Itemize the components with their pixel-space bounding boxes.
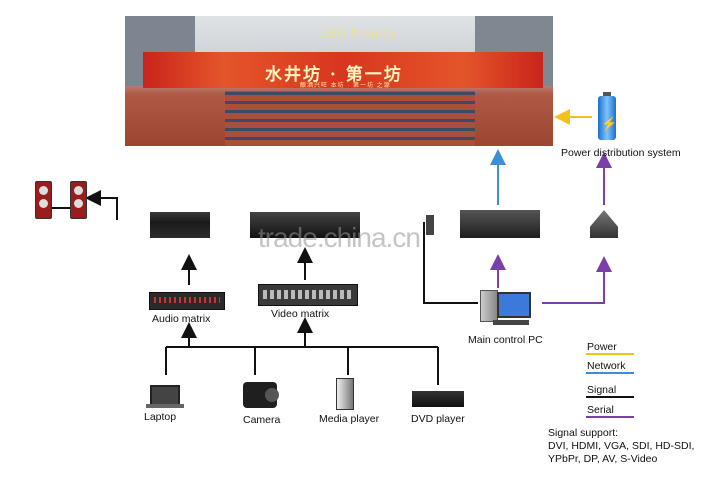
pc-tower-icon bbox=[480, 290, 498, 322]
signal-support-title: Signal support: bbox=[548, 427, 619, 439]
label-media-player: Media player bbox=[319, 413, 380, 425]
led-display-photo: LED Display 水井坊 · 第一坊 酿酒兴旺 本坊 · 第一坊 之源 bbox=[125, 16, 553, 146]
signal-line-pc bbox=[423, 222, 478, 304]
signal-support-line2: YPbPr, DP, AV, S-Video bbox=[548, 453, 658, 465]
audio-matrix-icon bbox=[149, 292, 225, 310]
laptop-icon bbox=[146, 385, 184, 408]
video-matrix-icon bbox=[258, 284, 358, 306]
led-sign-subtext: 酿酒兴旺 本坊 · 第一坊 之源 bbox=[300, 83, 391, 89]
label-audio-matrix: Audio matrix bbox=[152, 313, 211, 325]
signal-support-line1: DVI, HDMI, VGA, SDI, HD-SDI, bbox=[548, 440, 695, 452]
dvd-player-icon bbox=[412, 391, 464, 407]
pc-monitor-icon bbox=[497, 292, 531, 318]
legend-network: Network bbox=[587, 360, 626, 372]
label-main-control-pc: Main control PC bbox=[468, 334, 543, 346]
photo-title: LED Display bbox=[320, 26, 398, 40]
led-sign-text: 水井坊 · 第一坊 bbox=[265, 65, 403, 85]
audio-processor-icon bbox=[150, 212, 210, 238]
legend-signal: Signal bbox=[587, 384, 617, 396]
power-supply-icon: ⚡ bbox=[598, 92, 617, 140]
sending-box-icon bbox=[460, 210, 540, 238]
media-player-icon bbox=[336, 378, 354, 410]
signal-support: Signal support: DVI, HDMI, VGA, SDI, HD-… bbox=[548, 427, 694, 466]
sending-card-icon bbox=[426, 215, 434, 235]
camera-icon bbox=[243, 382, 279, 408]
label-dvd-player: DVD player bbox=[411, 413, 465, 425]
building-facade bbox=[225, 91, 475, 146]
video-processor-icon bbox=[250, 212, 360, 238]
speaker-left-icon bbox=[35, 181, 52, 219]
label-laptop: Laptop bbox=[144, 411, 177, 423]
pc-keyboard-icon bbox=[493, 320, 529, 325]
label-camera: Camera bbox=[243, 414, 281, 426]
speaker-right-icon bbox=[70, 181, 87, 219]
label-video-matrix: Video matrix bbox=[271, 308, 330, 320]
label-power-distribution: Power distribution system bbox=[561, 147, 681, 159]
legend-serial: Serial bbox=[587, 404, 614, 416]
led-sign bbox=[143, 52, 543, 88]
watermark: trade.china.cn bbox=[258, 222, 421, 253]
audio-out-arrow bbox=[85, 190, 118, 220]
serial-line-pc bbox=[542, 256, 612, 304]
legend-power: Power bbox=[587, 341, 617, 353]
